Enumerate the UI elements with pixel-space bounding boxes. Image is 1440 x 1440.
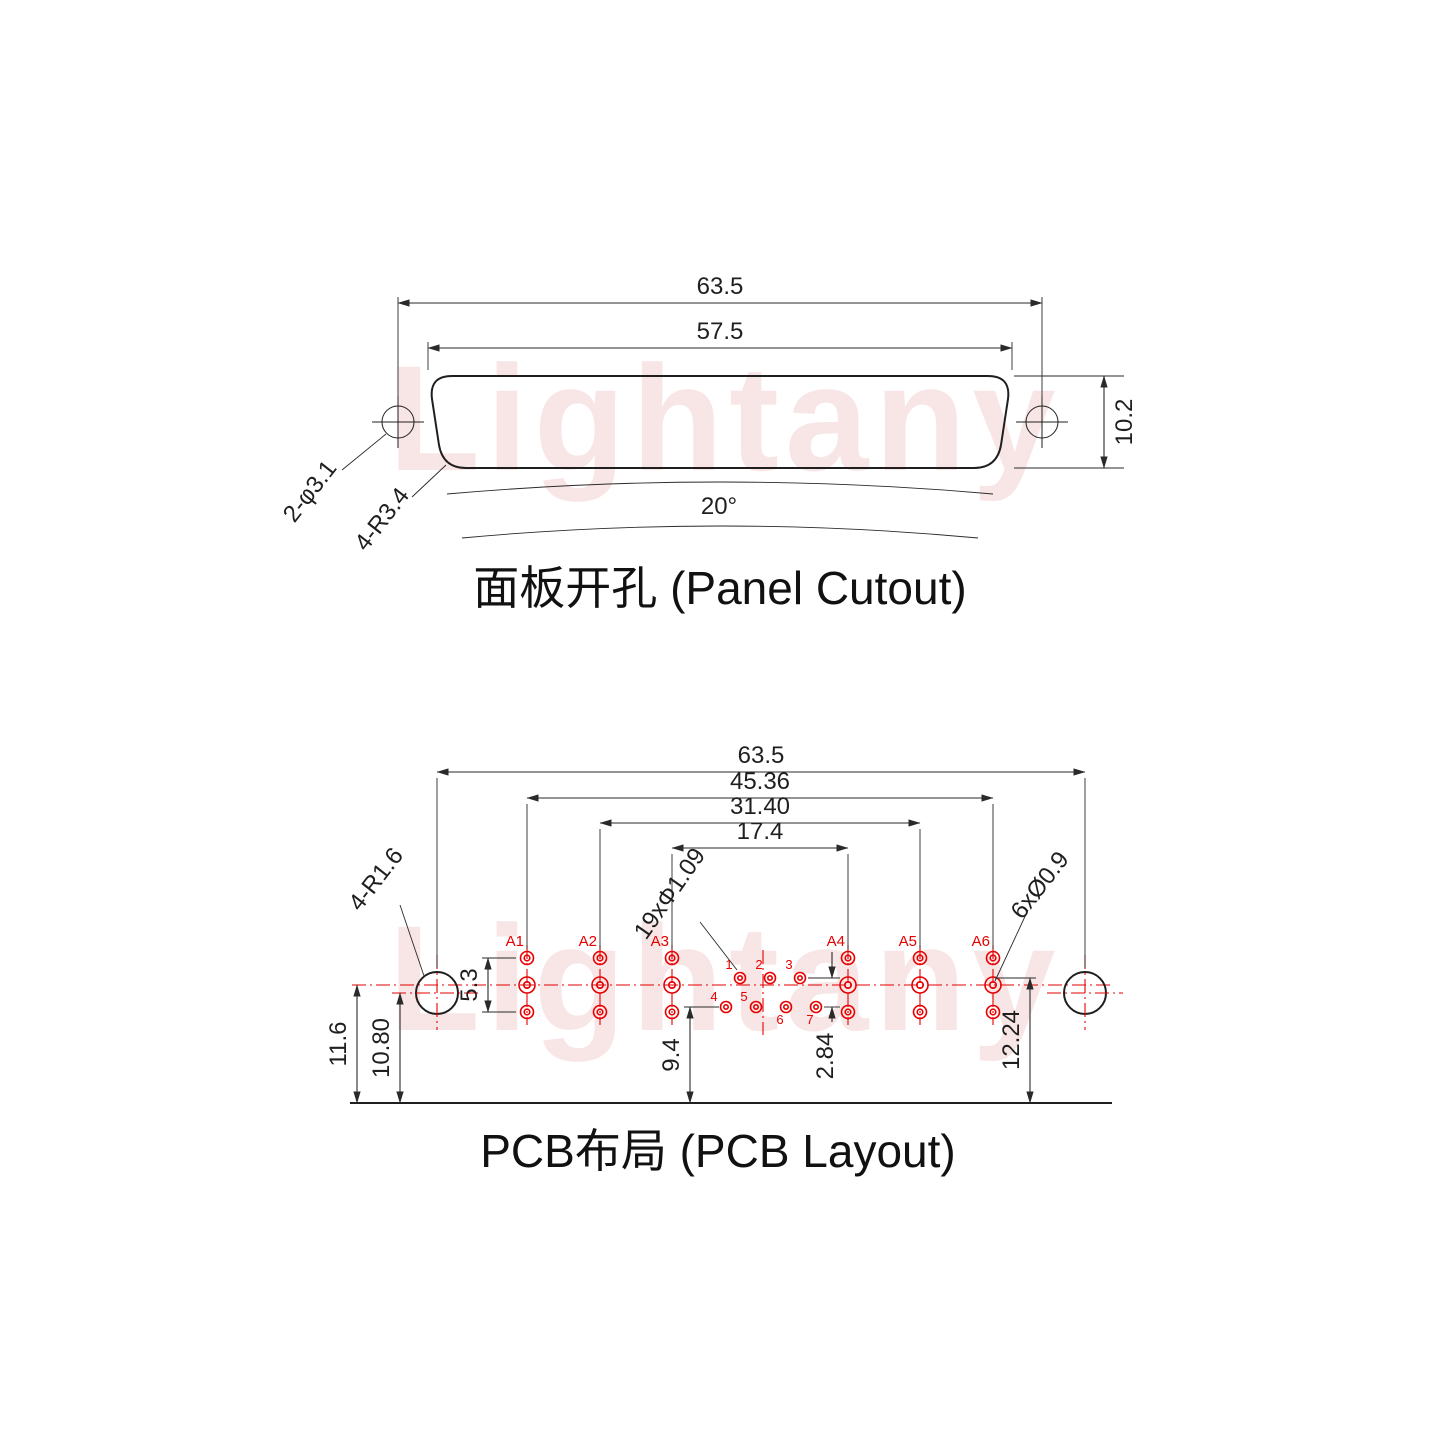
- dim-a3-a4: 17.4: [671, 818, 849, 949]
- dim-panel-angle: 20°: [446, 481, 994, 539]
- coax-label-a4: A4: [827, 933, 845, 950]
- callout-text: 2-φ3.1: [278, 455, 343, 527]
- pin-label-1: 1: [725, 957, 732, 972]
- dim-row-gap: 2.84: [808, 952, 840, 1079]
- pin-label-7: 7: [806, 1012, 813, 1027]
- callout-text: 4-R3.4: [349, 483, 415, 556]
- pin-label-2: 2: [755, 957, 762, 972]
- dim-text: 17.4: [737, 818, 784, 845]
- watermark-bottom: Lightany: [389, 894, 1062, 1062]
- dim-text: 63.5: [738, 742, 785, 769]
- dim-coax-pad-span: 5.3: [456, 957, 516, 1013]
- dim-text: 2.84: [812, 1033, 839, 1080]
- dim-text: 12.24: [998, 1010, 1025, 1070]
- panel-cutout-outline: [430, 375, 1010, 469]
- pin-label-3: 3: [785, 957, 792, 972]
- dim-edge-to-row2: 9.4: [658, 1006, 719, 1104]
- coax-label-a3: A3: [651, 933, 669, 950]
- coax-label-a6: A6: [972, 933, 990, 950]
- dim-edge-to-mount: 10.80: [368, 992, 404, 1104]
- coax-label-a2: A2: [579, 933, 597, 950]
- panel-mount-hole-right: [1016, 396, 1068, 448]
- pin-label-4: 4: [710, 989, 717, 1004]
- dim-panel-height: 10.2: [1014, 375, 1138, 469]
- dim-text: 10.2: [1111, 399, 1138, 446]
- dim-text: 11.6: [325, 1022, 352, 1067]
- dim-text: 20°: [701, 493, 737, 520]
- watermark-top: Lightany: [389, 334, 1062, 502]
- panel-cutout-view: 63.5 57.5 10.2 2-φ3.1 4-R3.4: [278, 273, 1138, 614]
- dim-panel-inner-width: 57.5: [427, 318, 1013, 370]
- dim-edge-to-centerline: 11.6: [325, 984, 361, 1104]
- dim-text: 10.80: [368, 1018, 395, 1078]
- dim-a1-a6: 45.36: [526, 768, 994, 949]
- dim-text: 63.5: [697, 273, 744, 300]
- dim-text: 57.5: [697, 318, 744, 345]
- dim-panel-outer-width: 63.5: [397, 273, 1043, 402]
- pin-label-5: 5: [740, 989, 747, 1004]
- coax-label-a1: A1: [506, 933, 524, 950]
- dim-text: 9.4: [658, 1038, 685, 1071]
- pin-label-6: 6: [776, 1012, 783, 1027]
- coax-label-a5: A5: [899, 933, 917, 950]
- panel-mount-hole-left: [372, 396, 424, 448]
- panel-cutout-title: 面板开孔 (Panel Cutout): [473, 562, 966, 614]
- dim-text: 45.36: [730, 768, 790, 795]
- dim-edge-to-row1: 12.24: [995, 977, 1036, 1104]
- dim-text: 31.40: [730, 793, 790, 820]
- dim-text: 5.3: [456, 968, 483, 1001]
- dim-pcb-mount-span: 63.5: [436, 742, 1086, 968]
- dim-a2-a5: 31.40: [599, 793, 921, 949]
- pcb-layout-title: PCB布局 (PCB Layout): [480, 1125, 955, 1177]
